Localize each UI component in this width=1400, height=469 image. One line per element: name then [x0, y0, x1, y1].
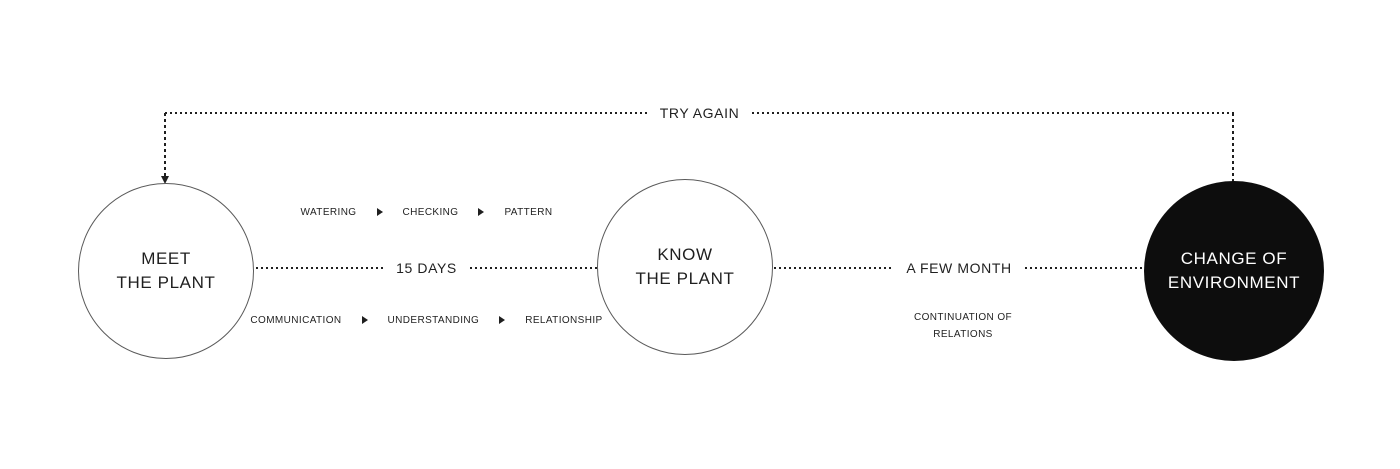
edge2-line: A FEW MONTH — [774, 254, 1144, 281]
arrow-right-icon — [499, 316, 506, 324]
arrow-right-icon — [478, 208, 485, 216]
arrow-right-icon — [376, 208, 383, 216]
node-label-line2: ENVIRONMENT — [1167, 273, 1301, 292]
node-label-line1: KNOW — [657, 245, 713, 264]
edge1-bottom-steps: COMMUNICATION UNDERSTANDING RELATIONSHIP — [250, 310, 602, 330]
node-know-the-plant: KNOW THE PLANT — [597, 179, 773, 355]
loop-line-down-right — [1232, 113, 1234, 187]
edge1-label-15-days: 15 DAYS — [396, 259, 457, 276]
step-communication: COMMUNICATION — [250, 314, 342, 326]
step-understanding: UNDERSTANDING — [387, 314, 480, 326]
loop-line-down-left — [164, 113, 166, 176]
step-checking: CHECKING — [402, 206, 459, 218]
arrow-right-icon — [361, 316, 368, 324]
dotted-line — [774, 266, 894, 269]
node-label-line2: THE PLANT — [635, 269, 735, 288]
dotted-line — [1024, 266, 1144, 269]
step-watering: WATERING — [300, 206, 357, 218]
arrow-down-icon — [161, 176, 169, 184]
node-label-line1: CHANGE OF — [1180, 249, 1288, 268]
try-again-loop-line: TRY AGAIN — [165, 100, 1235, 126]
loop-label-try-again: TRY AGAIN — [659, 105, 740, 121]
edge2-sub-label: CONTINUATION OF RELATIONS — [863, 309, 1063, 343]
sub-label-line1: CONTINUATION OF — [913, 312, 1013, 323]
dotted-line — [256, 266, 384, 269]
dotted-line — [752, 112, 1235, 114]
step-relationship: RELATIONSHIP — [525, 314, 603, 326]
node-label-line2: THE PLANT — [116, 273, 216, 292]
step-pattern: PATTERN — [504, 206, 553, 218]
edge1-line: 15 DAYS — [256, 254, 597, 281]
edge2-label-a-few-month: A FEW MONTH — [906, 259, 1012, 276]
node-change-of-environment: CHANGE OF ENVIRONMENT — [1144, 181, 1324, 361]
dotted-line — [165, 112, 647, 114]
edge1-top-steps: WATERING CHECKING PATTERN — [256, 202, 597, 222]
node-meet-the-plant: MEET THE PLANT — [78, 183, 254, 359]
sub-label-line2: RELATIONS — [933, 329, 993, 340]
dotted-line — [469, 266, 597, 269]
node-label-line1: MEET — [141, 249, 191, 268]
